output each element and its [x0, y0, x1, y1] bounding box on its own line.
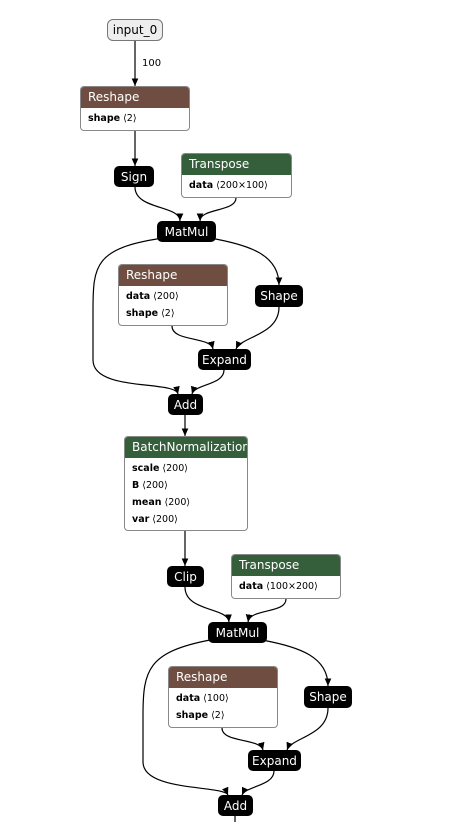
transpose-node[interactable]: Transpose data⟨200×100⟩ [181, 153, 292, 198]
transpose-node-2-title: Transpose [232, 555, 340, 576]
matmul-node-2-label: MatMul [215, 625, 260, 640]
edge-matmul-add [92, 237, 180, 395]
sign-node-label: Sign [120, 169, 148, 184]
expand-node-2-label: Expand [252, 753, 297, 768]
batchnorm-attr-mean: mean⟨200⟩ [132, 497, 191, 508]
edge-reshape-expand-2 [221, 727, 265, 751]
reshape-2-attr-data: data⟨200⟩ [126, 291, 179, 302]
edge-transpose-matmul-2 [245, 598, 287, 623]
batchnorm-attr-b: B⟨200⟩ [132, 480, 168, 491]
add-node[interactable]: Add [168, 394, 203, 415]
batchnorm-node[interactable]: BatchNormalization scale⟨200⟩ B⟨200⟩ mea… [124, 436, 248, 531]
edge-expand-add [190, 369, 225, 395]
edge-expand-add-2 [241, 770, 275, 796]
edge-matmul-add-2 [142, 639, 229, 796]
clip-node-label: Clip [174, 569, 197, 584]
sign-node[interactable]: Sign [114, 166, 154, 187]
shape-node-2[interactable]: Shape [304, 686, 352, 708]
shape-node[interactable]: Shape [255, 285, 303, 307]
reshape-node-3[interactable]: Reshape data⟨100⟩ shape⟨2⟩ [168, 666, 278, 728]
edge-clip-matmul [184, 586, 232, 623]
clip-node[interactable]: Clip [167, 566, 204, 587]
reshape-attr-shape: shape⟨2⟩ [88, 113, 137, 124]
add-node-label: Add [173, 397, 198, 412]
reshape-3-attr-data: data⟨100⟩ [176, 693, 229, 704]
edge-shape-expand-2 [286, 707, 329, 751]
batchnorm-attr-var: var⟨200⟩ [132, 514, 178, 525]
matmul-node-label: MatMul [164, 224, 209, 239]
reshape-node-2[interactable]: Reshape data⟨200⟩ shape⟨2⟩ [118, 264, 228, 326]
transpose-node-2[interactable]: Transpose data⟨100×200⟩ [231, 554, 341, 599]
reshape-node-3-title: Reshape [169, 667, 277, 688]
edge-sign-matmul [134, 186, 184, 222]
matmul-node[interactable]: MatMul [157, 221, 216, 242]
edge-matmul-shape-2 [261, 639, 332, 687]
expand-node[interactable]: Expand [198, 349, 251, 370]
reshape-2-attr-shape: shape⟨2⟩ [126, 308, 175, 319]
edge-transpose-matmul [196, 197, 237, 222]
matmul-node-2[interactable]: MatMul [208, 622, 267, 643]
edge-shape-expand [235, 306, 280, 350]
edge-matmul-shape [209, 237, 283, 286]
reshape-3-attr-shape: shape⟨2⟩ [176, 710, 225, 721]
reshape-node-2-title: Reshape [119, 265, 227, 286]
reshape-node[interactable]: Reshape shape⟨2⟩ [80, 86, 190, 131]
edge-label-shape: 100 [142, 58, 162, 69]
input-node-label: input_0 [112, 23, 158, 37]
transpose-node-title: Transpose [182, 154, 291, 175]
expand-node-2[interactable]: Expand [248, 750, 301, 771]
expand-node-label: Expand [202, 352, 247, 367]
batchnorm-attr-scale: scale⟨200⟩ [132, 463, 188, 474]
shape-node-2-label: Shape [309, 690, 347, 704]
add-node-2[interactable]: Add [218, 795, 253, 816]
shape-node-label: Shape [260, 289, 298, 303]
edge-reshape-expand [171, 325, 215, 350]
input-node[interactable]: input_0 [107, 19, 163, 41]
transpose-2-attr-data: data⟨100×200⟩ [239, 581, 318, 592]
reshape-node-title: Reshape [81, 87, 189, 108]
transpose-attr-data: data⟨200×100⟩ [189, 180, 268, 191]
batchnorm-node-title: BatchNormalization [125, 437, 247, 458]
add-node-2-label: Add [223, 798, 248, 813]
